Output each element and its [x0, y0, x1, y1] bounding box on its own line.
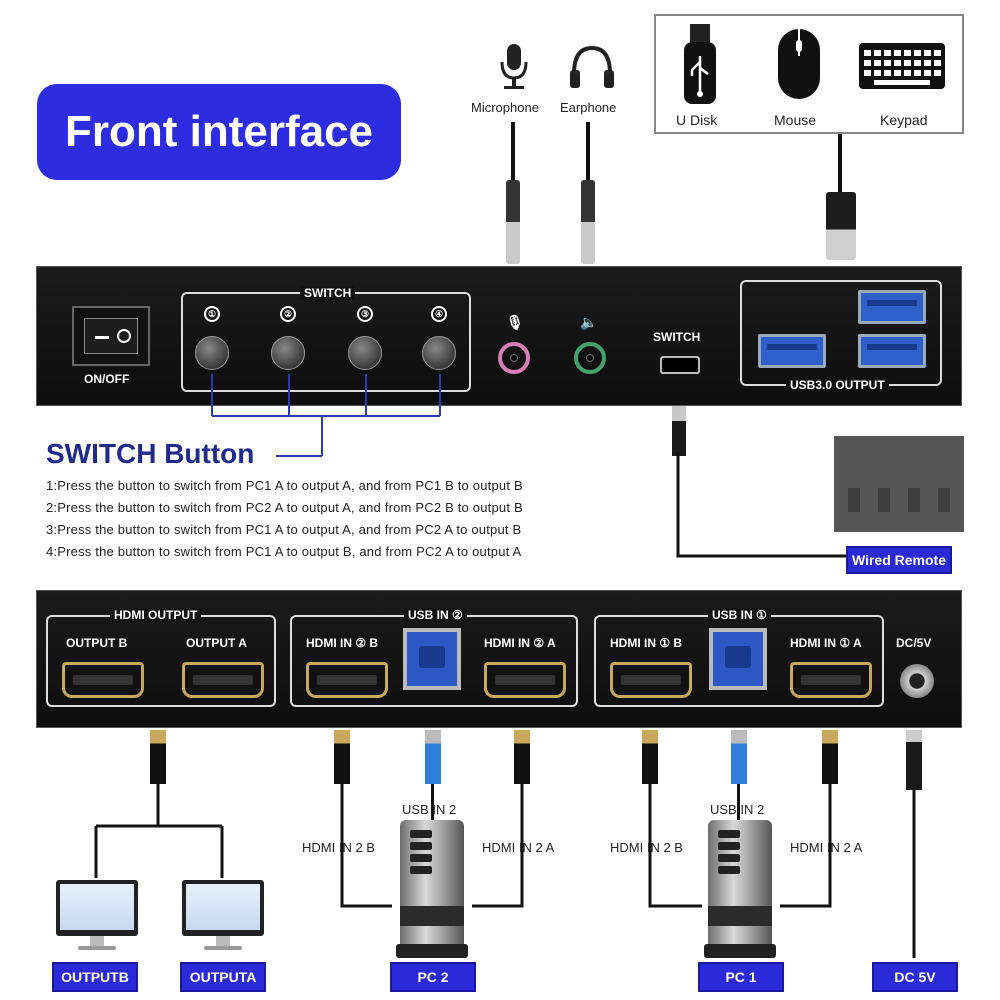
- hdmi-plug-2b: [334, 730, 350, 784]
- dc-plug: [906, 730, 922, 790]
- usb3-port-3[interactable]: [858, 334, 926, 368]
- pc2-usb-label: USB IN 2: [402, 802, 457, 817]
- switch-bracket: [211, 374, 441, 457]
- switch-button-1[interactable]: [195, 336, 229, 370]
- microphone-icon: [494, 42, 534, 92]
- switch-num-3: ③: [357, 306, 373, 322]
- wired-remote-image: [834, 436, 964, 532]
- mic-cable: [511, 122, 515, 182]
- udisk-label: U Disk: [676, 112, 718, 128]
- pc1-hdmi-a-label: HDMI IN 2 A: [790, 840, 863, 855]
- monitor-output-a: [182, 880, 264, 950]
- usb-in-1-label: USB IN ①: [708, 608, 771, 622]
- hdmi-in-2a-label: HDMI IN ② A: [484, 636, 556, 650]
- hdmi-in-2b-label: HDMI IN ② B: [306, 636, 379, 650]
- micro-usb-switch-port[interactable]: [660, 356, 700, 374]
- switch-num-1: ①: [204, 306, 220, 322]
- outputb-badge: OUTPUTB: [52, 962, 138, 992]
- hdmi-output-label: HDMI OUTPUT: [110, 608, 202, 622]
- pc1-tower: [704, 820, 776, 958]
- remote-cable: [676, 452, 846, 558]
- usb-in-2-label: USB IN ②: [404, 608, 467, 622]
- headphones-icon: [568, 44, 616, 90]
- dc-label: DC/5V: [896, 636, 932, 650]
- hdmi-in-1b-label: HDMI IN ① B: [610, 636, 683, 650]
- onoff-label: ON/OFF: [84, 372, 130, 386]
- earphone-label: Earphone: [560, 100, 617, 115]
- wired-remote-badge: Wired Remote: [846, 546, 952, 574]
- hdmi-plug-1b: [642, 730, 658, 784]
- hdmi-plug-output: [150, 730, 166, 784]
- switch-button-2[interactable]: [271, 336, 305, 370]
- hdmi-in-1a-label: HDMI IN ① A: [790, 636, 862, 650]
- earphone-jack[interactable]: [574, 342, 606, 374]
- rear-cables: [94, 780, 916, 958]
- pc2-usb-cable: [431, 784, 434, 822]
- dc5v-badge: DC 5V: [872, 962, 958, 992]
- hdmi-plug-2a: [514, 730, 530, 784]
- pc1-badge: PC 1: [698, 962, 784, 992]
- hdmi-output-b-port[interactable]: [62, 662, 144, 698]
- usb3-port-2[interactable]: [858, 290, 926, 324]
- usb-b-in-1-port[interactable]: [709, 628, 767, 690]
- usb-cable: [838, 134, 842, 196]
- usb-b-in-2-port[interactable]: [403, 628, 461, 690]
- earphone-plug: [581, 180, 595, 264]
- pc2-hdmi-a-label: HDMI IN 2 A: [482, 840, 555, 855]
- pc2-tower: [396, 820, 468, 958]
- hdmi-in-2a-port[interactable]: [484, 662, 566, 698]
- usb-output-label: USB3.0 OUTPUT: [786, 378, 889, 392]
- pc1-hdmi-b-label: HDMI IN 2 B: [610, 840, 683, 855]
- hdmi-output-a-port[interactable]: [182, 662, 264, 698]
- switch-note-1: 1:Press the button to switch from PC1 A …: [46, 478, 523, 493]
- keyboard-icon: [858, 42, 946, 90]
- hdmi-in-2b-port[interactable]: [306, 662, 388, 698]
- output-b-label: OUTPUT B: [66, 636, 128, 650]
- pc2-hdmi-b-label: HDMI IN 2 B: [302, 840, 375, 855]
- usb-a-plug: [826, 192, 856, 260]
- switch-num-4: ④: [431, 306, 447, 322]
- micro-usb-plug: [672, 406, 686, 456]
- switch-button-3[interactable]: [348, 336, 382, 370]
- mouse-icon: [775, 26, 823, 102]
- speaker-jack-icon: 🔈: [580, 314, 598, 330]
- keypad-label: Keypad: [880, 112, 928, 128]
- mic-jack-icon: 🎙: [506, 314, 524, 330]
- switch-note-2: 2:Press the button to switch from PC2 A …: [46, 500, 523, 515]
- page-title: Front interface: [37, 84, 401, 180]
- switch-button-heading: SWITCH Button: [46, 438, 255, 469]
- pc1-usb-cable: [737, 784, 740, 822]
- switch-group-label: SWITCH: [300, 286, 356, 300]
- switch-button-4[interactable]: [422, 336, 456, 370]
- mic-jack[interactable]: [498, 342, 530, 374]
- mouse-label: Mouse: [774, 112, 817, 128]
- usb-disk-icon: [682, 22, 718, 106]
- usb3-port-1[interactable]: [758, 334, 826, 368]
- power-switch[interactable]: [72, 306, 150, 366]
- microphone-label: Microphone: [471, 100, 539, 115]
- dc-jack[interactable]: [900, 664, 934, 698]
- switch-port-label: SWITCH: [653, 330, 701, 344]
- usb-b-plug-2: [425, 730, 441, 784]
- monitor-output-b: [56, 880, 138, 950]
- switch-note-4: 4:Press the button to switch from PC1 A …: [46, 544, 522, 559]
- hdmi-in-1a-port[interactable]: [790, 662, 872, 698]
- hdmi-plug-1a: [822, 730, 838, 784]
- usb-b-plug-1: [731, 730, 747, 784]
- pc2-badge: PC 2: [390, 962, 476, 992]
- earphone-cable: [586, 122, 590, 182]
- switch-num-2: ②: [280, 306, 296, 322]
- mic-plug: [506, 180, 520, 264]
- hdmi-in-1b-port[interactable]: [610, 662, 692, 698]
- outputa-badge: OUTPUTA: [180, 962, 266, 992]
- output-a-label: OUTPUT A: [186, 636, 247, 650]
- switch-note-3: 3:Press the button to switch from PC1 A …: [46, 522, 522, 537]
